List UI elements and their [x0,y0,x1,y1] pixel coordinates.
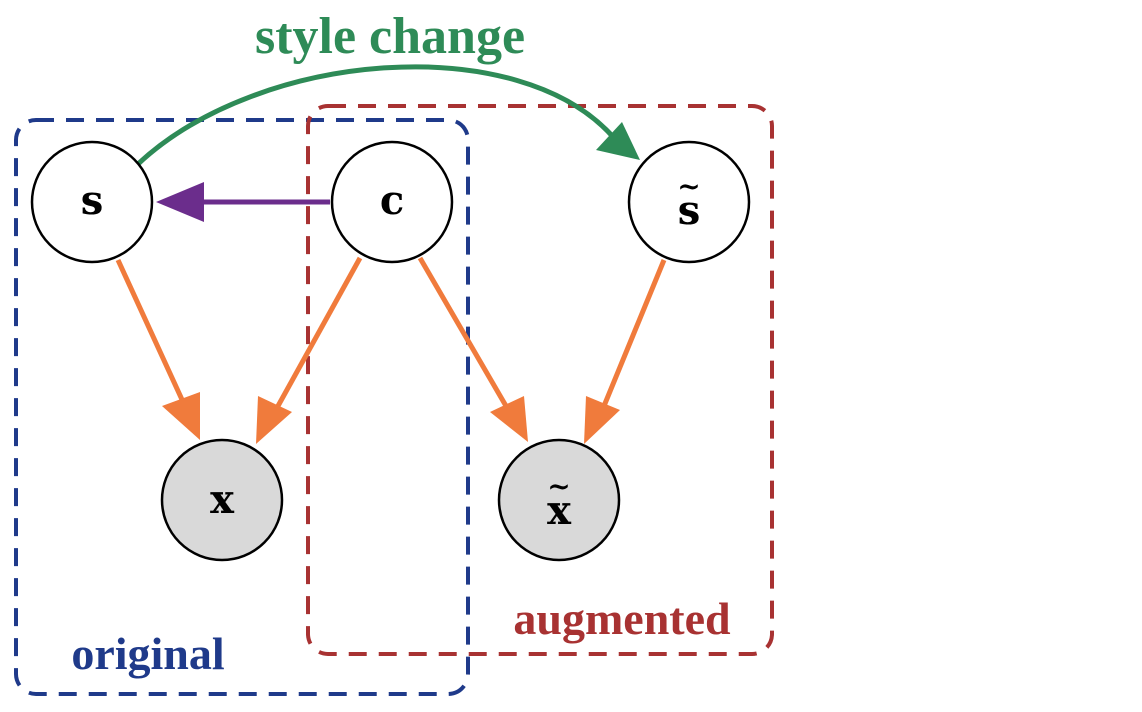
node-x-tilde: ~ x [497,438,621,562]
style-change-arrowhead [596,122,640,160]
augmented-group-box [306,104,774,656]
augmented-label: augmented [513,593,731,644]
style-change-arrow [136,64,616,166]
node-x-tilde-label: x [547,487,572,534]
node-c-label: c [380,177,404,224]
c-to-s-arrowhead [156,182,204,222]
node-x-label: x [210,476,235,523]
c-to-x-arrow [275,256,363,408]
node-s-tilde-tilde: ~ [677,170,700,203]
node-c: c [330,140,454,264]
s-tilde-to-x-tilde-arrowhead [584,396,620,444]
original-label: original [71,628,224,679]
node-s-label: s [81,177,104,224]
original-group-box [14,118,470,696]
s-to-x-arrowhead [162,392,200,440]
s-to-x-arrow [115,258,187,406]
c-to-x-tilde-arrow [417,256,509,408]
node-x-tilde-tilde: ~ [547,470,570,503]
c-to-x-tilde-arrowhead [490,396,528,442]
node-s: s [30,140,154,264]
node-s-tilde: ~ s [627,140,751,264]
style-change-label: style change [255,8,525,65]
node-s-tilde-label: s [678,187,701,234]
node-x: x [160,438,284,562]
s-tilde-to-x-tilde-arrow [601,259,667,407]
c-to-x-arrowhead [256,396,292,444]
